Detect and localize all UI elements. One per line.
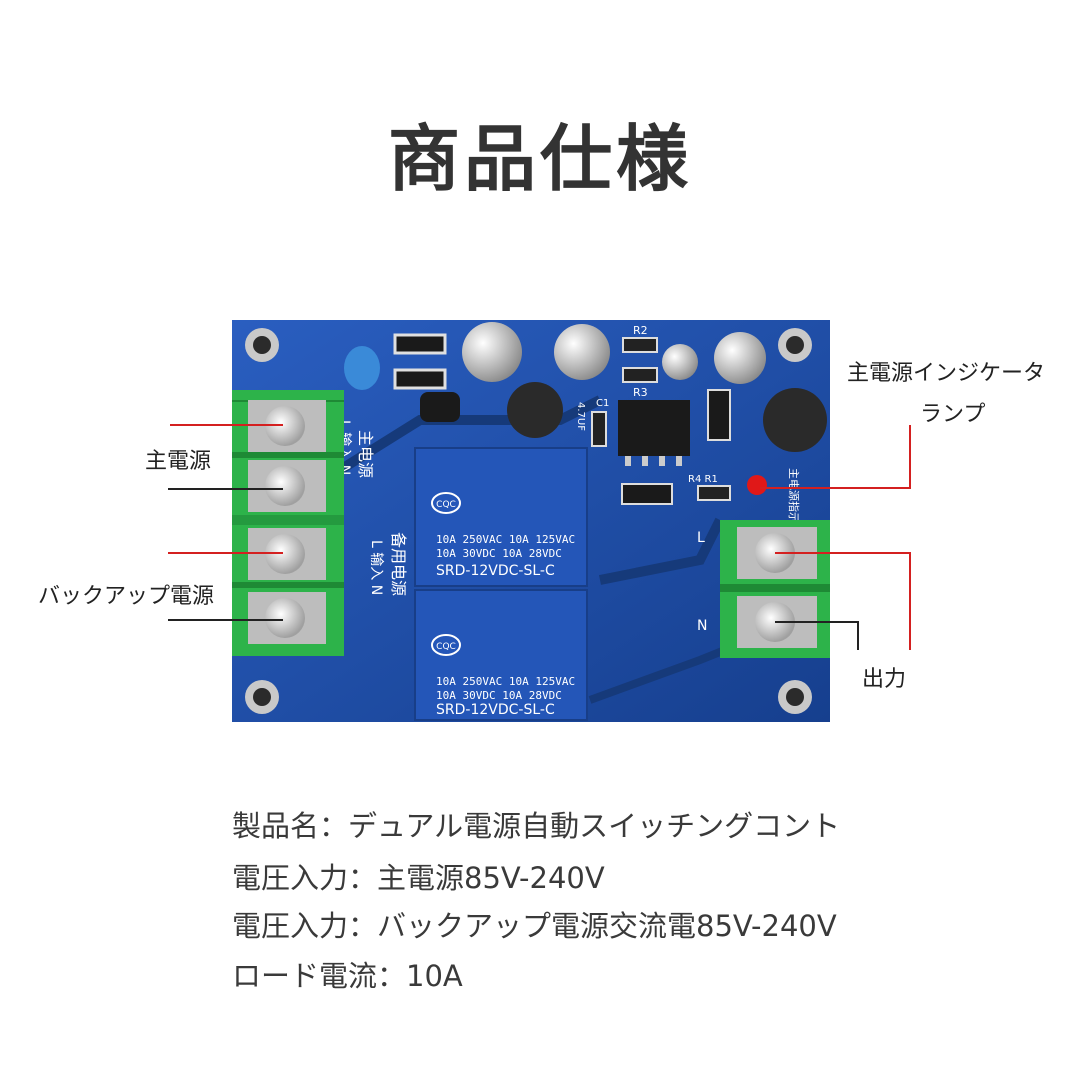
spec-load-current: ロード電流：10A	[232, 959, 463, 993]
pcb-label-out-n: N	[697, 618, 707, 634]
pcb-label-c1: C1	[596, 398, 609, 409]
page-title: 商品仕様	[387, 117, 692, 201]
spec-main-voltage: 電圧入力：主電源85V-240V	[232, 861, 605, 895]
diode	[393, 368, 447, 390]
screw	[265, 534, 305, 574]
pcb-label-r2: R2	[633, 324, 648, 337]
ceramic-capacitor	[344, 346, 380, 390]
callout-backup-power: バックアップ電源	[38, 584, 215, 609]
electrolytic-capacitor	[662, 344, 698, 380]
relay-model: SRD-12VDC-SL-C	[436, 563, 555, 579]
relay-brand: CQC	[436, 500, 456, 510]
relay-rating: 10A 30VDC 10A 28VDC	[436, 689, 562, 702]
spec-product-name: 製品名：デュアル電源自動スイッチングコント	[232, 809, 841, 843]
relay-rating: 10A 30VDC 10A 28VDC	[436, 547, 562, 560]
electrolytic-capacitor	[462, 322, 522, 382]
screw	[265, 406, 305, 446]
relay-brand: CQC	[436, 642, 456, 652]
screw	[265, 466, 305, 506]
input-terminal-block	[232, 390, 344, 656]
inductor	[507, 382, 563, 438]
output-terminal-block	[720, 520, 830, 658]
electrolytic-capacitor	[714, 332, 766, 384]
relay-rating: 10A 250VAC 10A 125VAC	[436, 533, 575, 546]
pcb-label-backup: 备用电源	[389, 532, 408, 596]
pcb-label-indicator: 主电源指示灯	[787, 468, 801, 534]
pcb-label-r4r1: R4 R1	[688, 474, 718, 485]
pcb-label-r3: R3	[633, 386, 648, 399]
relay-rating: 10A 250VAC 10A 125VAC	[436, 675, 575, 688]
pcb-label-backup-sub: L 输入 N	[368, 540, 384, 595]
relay-model: SRD-12VDC-SL-C	[436, 702, 555, 718]
relay-1: CQC 10A 250VAC 10A 125VAC 10A 30VDC 10A …	[414, 447, 588, 587]
callout-main-power: 主電源	[145, 449, 212, 474]
callout-lines	[168, 424, 911, 650]
transistor	[420, 392, 460, 422]
ic-chip	[618, 400, 690, 456]
mounting-holes	[245, 328, 812, 714]
callout-indicator-line2: ランプ	[920, 402, 986, 427]
spec-backup-voltage: 電圧入力：バックアップ電源交流電85V-240V	[232, 909, 837, 943]
electrolytic-capacitor	[554, 324, 610, 380]
diode	[393, 333, 447, 355]
callout-indicator-line1: 主電源インジケータ	[847, 361, 1046, 386]
relay-2: CQC 10A 250VAC 10A 125VAC 10A 30VDC 10A …	[414, 589, 588, 721]
callout-output: 出力	[862, 667, 907, 692]
screw	[265, 598, 305, 638]
pcb-label-out-l: L	[697, 530, 705, 546]
inductor	[763, 388, 827, 452]
pcb-label-cap: 4.7UF	[575, 402, 586, 431]
indicator-led	[747, 475, 767, 495]
pcb-label-main: 主电源	[356, 430, 375, 478]
